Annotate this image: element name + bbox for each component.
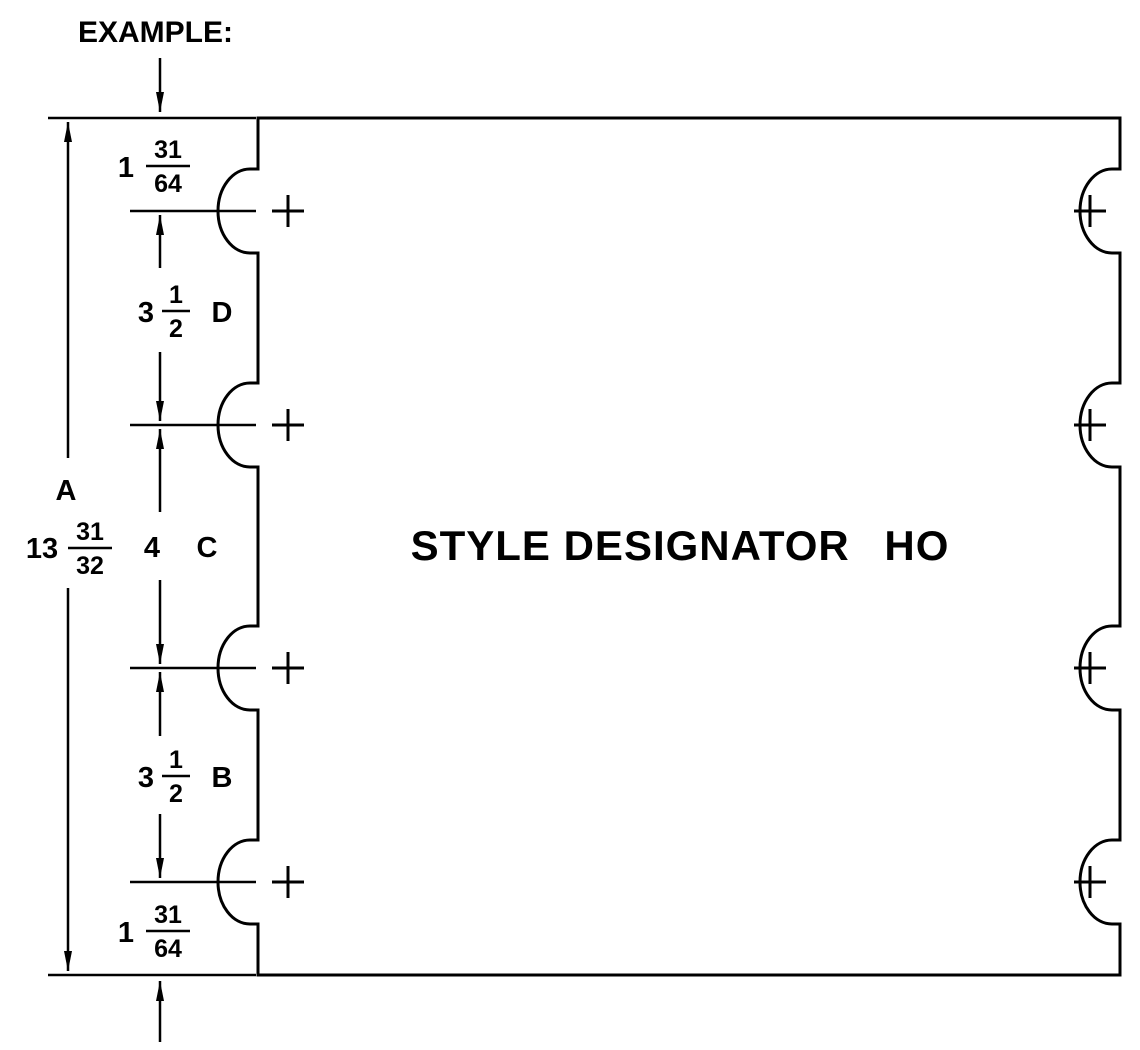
- dim-overall: A 13 31 32: [26, 475, 112, 580]
- dim-c-letter: C: [197, 532, 218, 564]
- dim-spacing-b: 3 1 2 B: [138, 746, 233, 808]
- dim-top-offset: 1 31 64: [118, 136, 190, 198]
- style-designator-code: HO: [884, 522, 949, 569]
- dim-bottom-offset-whole: 1: [118, 917, 134, 949]
- dim-bottom-offset: 1 31 64: [118, 901, 190, 963]
- dim-bottom-offset-denominator: 64: [154, 935, 182, 963]
- dim-top-offset-numerator: 31: [154, 136, 182, 164]
- dim-d-letter: D: [212, 297, 233, 329]
- dim-b-denominator: 2: [169, 780, 183, 808]
- dim-d-whole: 3: [138, 297, 154, 329]
- dim-spacing-d: 3 1 2 D: [138, 281, 233, 343]
- dim-top-offset-denominator: 64: [154, 170, 182, 198]
- style-designator-label: STYLE DESIGNATOR: [411, 522, 850, 569]
- dim-b-numerator: 1: [169, 746, 183, 774]
- dim-a-whole: 13: [26, 533, 58, 565]
- dim-d-numerator: 1: [169, 281, 183, 309]
- dim-spacing-c: 4 C: [144, 532, 218, 564]
- dim-a-denominator: 32: [76, 552, 104, 580]
- dim-b-letter: B: [212, 762, 233, 794]
- dim-a-numerator: 31: [76, 518, 104, 546]
- dim-b-whole: 3: [138, 762, 154, 794]
- style-designator-title: STYLE DESIGNATOR HO: [411, 522, 950, 569]
- dim-top-offset-whole: 1: [118, 152, 134, 184]
- example-label: EXAMPLE:: [78, 16, 233, 49]
- dim-d-denominator: 2: [169, 315, 183, 343]
- dim-c-whole: 4: [144, 532, 160, 564]
- dim-a-letter: A: [56, 475, 77, 507]
- panel-outline: [216, 116, 1122, 977]
- dim-bottom-offset-numerator: 31: [154, 901, 182, 929]
